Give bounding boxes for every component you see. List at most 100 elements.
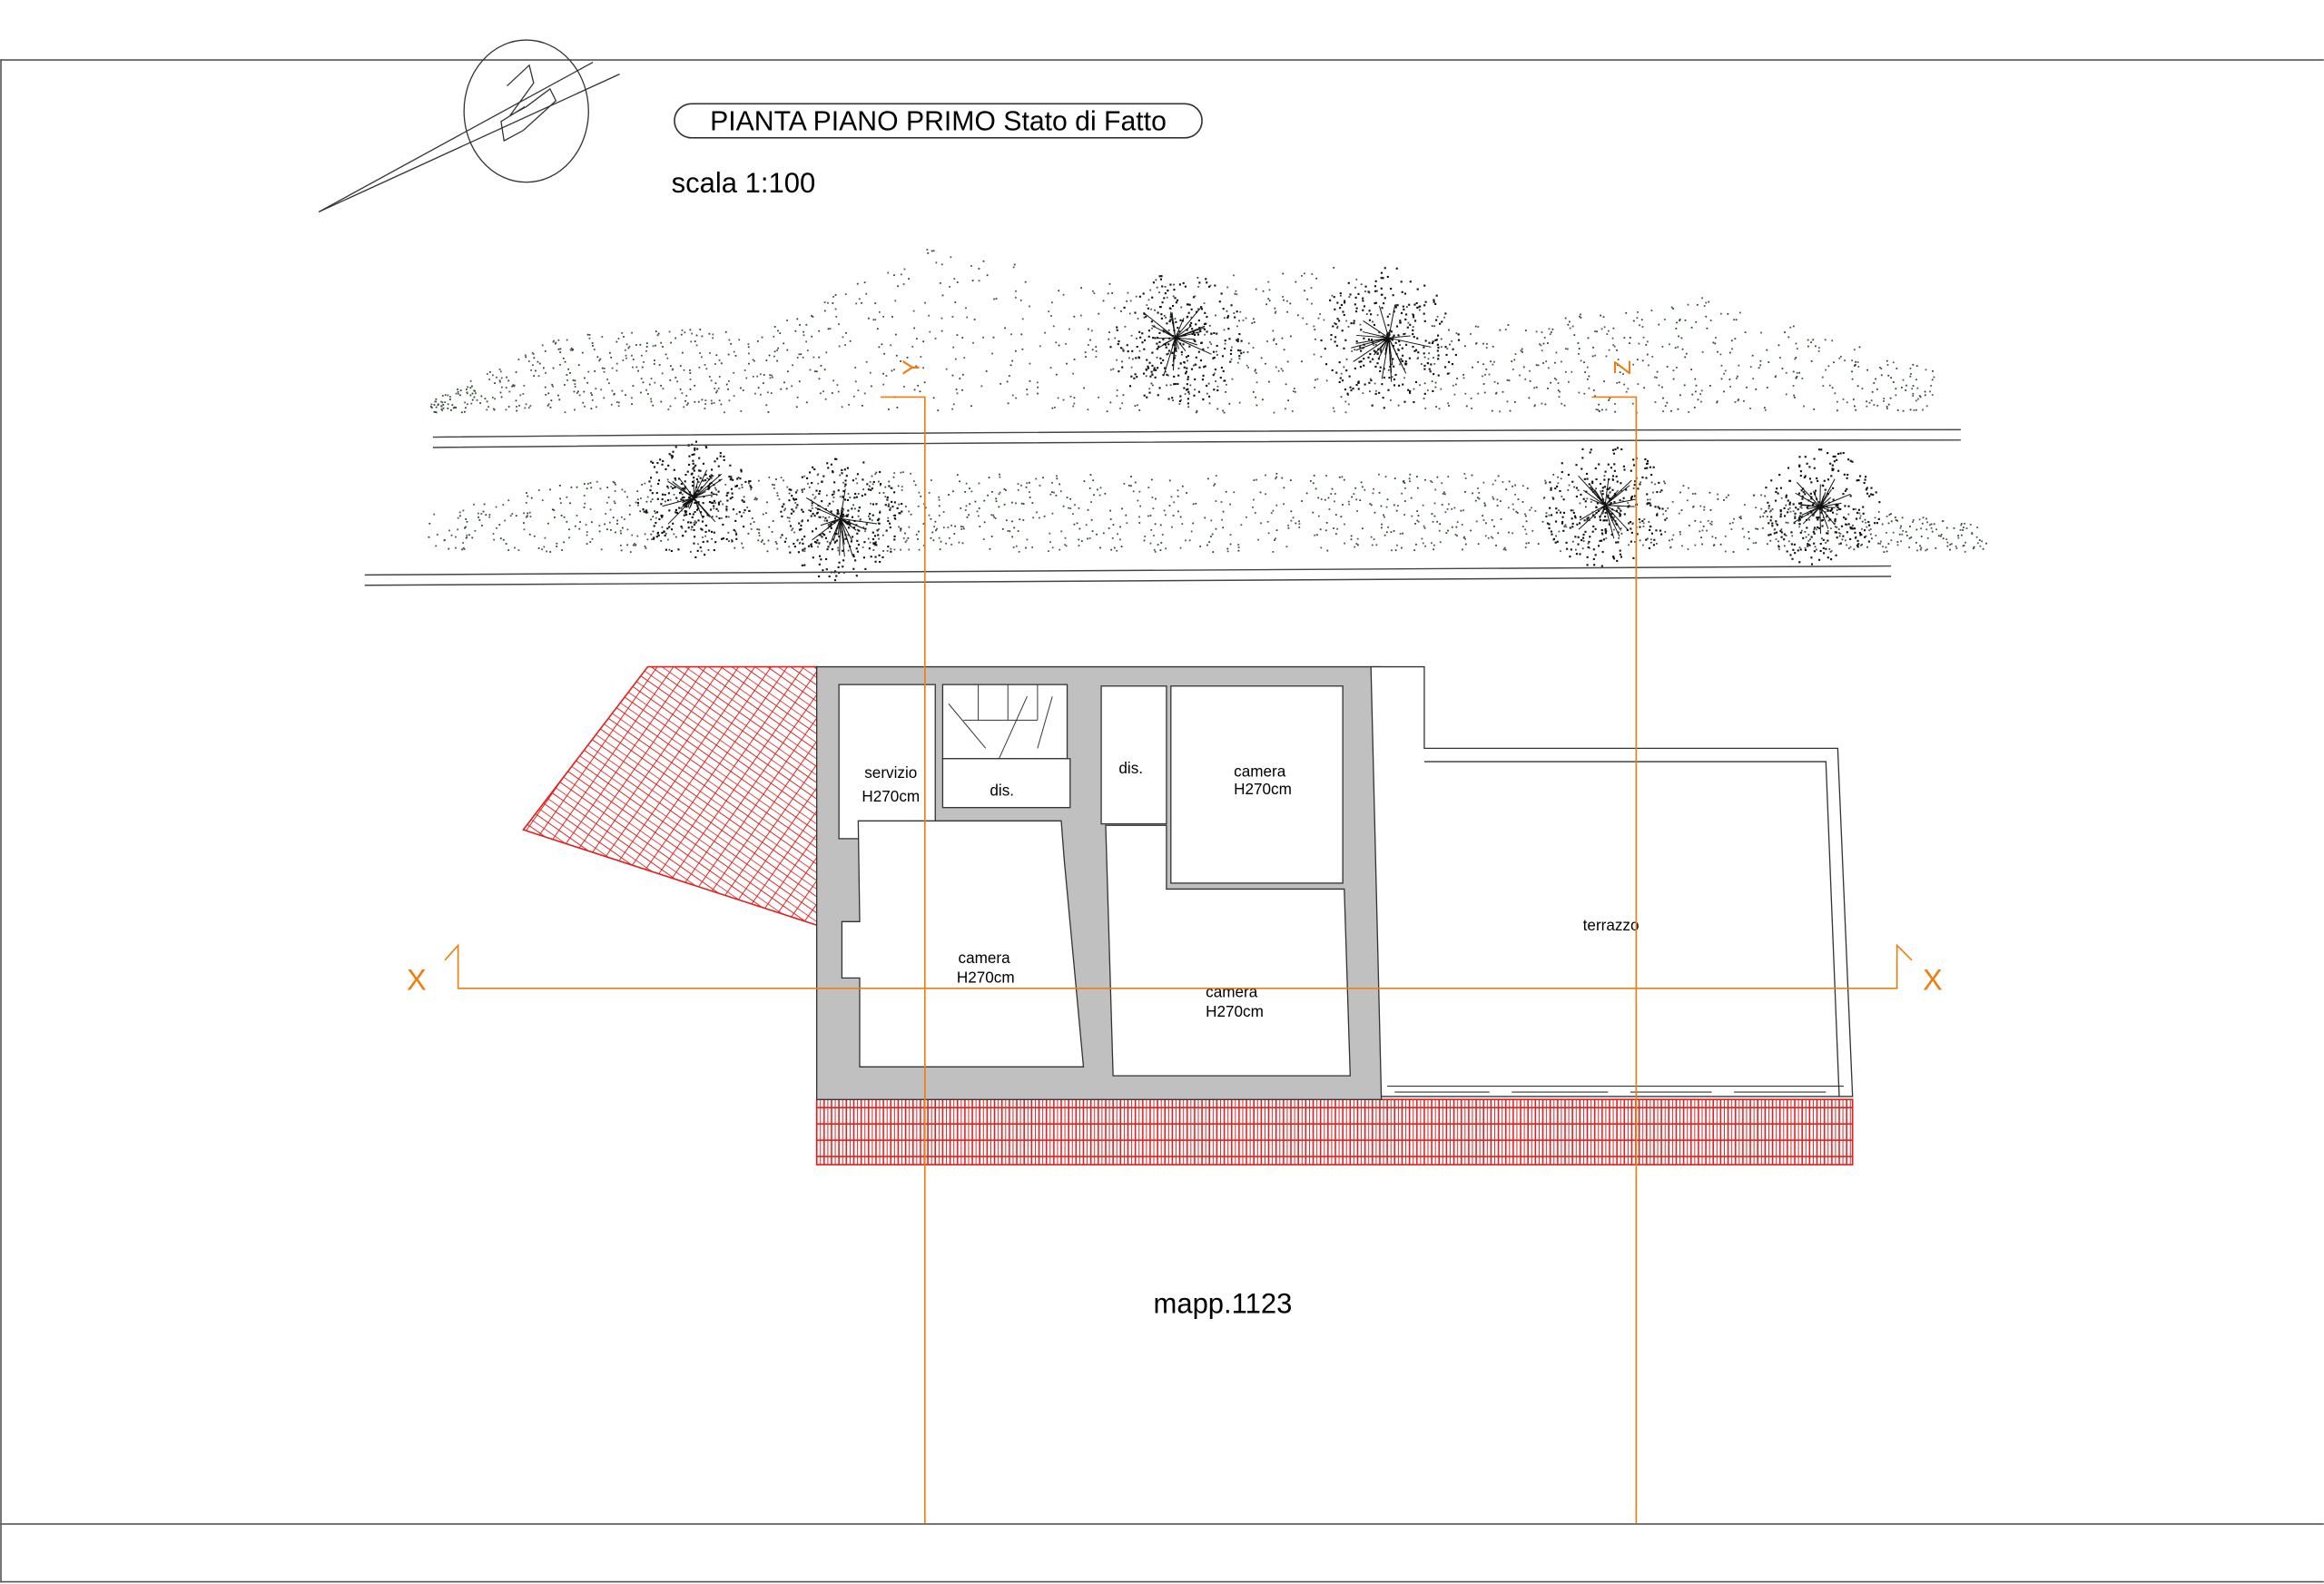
vegetation-dot <box>1720 364 1723 367</box>
vegetation-dot <box>559 348 562 350</box>
vegetation-dot <box>842 336 844 339</box>
vegetation-dot <box>1563 404 1566 407</box>
vegetation-dot <box>1557 382 1560 385</box>
vegetation-dot <box>1393 529 1395 532</box>
vegetation-dot <box>1039 485 1041 487</box>
vegetation-dot <box>791 529 793 532</box>
vegetation-dot <box>1229 543 1232 546</box>
vegetation-dot <box>826 540 829 543</box>
vegetation-dot <box>1222 409 1225 412</box>
vegetation-dot <box>654 359 655 361</box>
vegetation-dot <box>1702 525 1705 527</box>
vegetation-dot <box>1087 344 1089 346</box>
vegetation-dot <box>1147 487 1150 488</box>
vegetation-dot <box>1524 330 1527 332</box>
vegetation-dot <box>727 388 729 390</box>
vegetation-dot <box>1442 492 1444 495</box>
vegetation-dot <box>882 550 884 552</box>
vegetation-dot <box>1490 536 1492 538</box>
vegetation-dot <box>962 527 965 530</box>
vegetation-dot <box>882 383 885 386</box>
vegetation-dot <box>1692 506 1695 507</box>
vegetation-dot <box>1495 391 1498 394</box>
vegetation-dot <box>1945 526 1948 529</box>
vegetation-dot <box>518 404 520 407</box>
vegetation-dot <box>1161 534 1164 536</box>
vegetation-dot <box>1827 519 1830 522</box>
vegetation-dot <box>680 333 683 336</box>
vegetation-dot <box>1108 338 1110 340</box>
vegetation-dot <box>960 528 963 530</box>
vegetation-dot <box>1912 521 1914 523</box>
vegetation-dot <box>1058 290 1060 292</box>
vegetation-dot <box>537 489 540 491</box>
vegetation-dot <box>1901 517 1904 519</box>
vegetation-dot <box>1009 333 1012 336</box>
vegetation-dot <box>740 410 743 412</box>
vegetation-dot <box>1422 504 1424 507</box>
vegetation-dot <box>459 389 462 391</box>
vegetation-dot <box>523 522 525 525</box>
vegetation-dot <box>940 263 943 266</box>
vegetation-dot <box>1524 378 1527 380</box>
vegetation-dot <box>1353 493 1355 495</box>
vegetation-dot <box>1024 280 1027 283</box>
vegetation-dot <box>574 379 576 382</box>
vegetation-dot <box>969 503 971 506</box>
vegetation-dot <box>1787 336 1790 339</box>
vegetation-dot <box>566 379 568 381</box>
vegetation-dot <box>843 485 846 487</box>
vegetation-dot <box>845 331 847 334</box>
vegetation-dot <box>1414 523 1416 525</box>
vegetation-dot <box>513 385 516 388</box>
vegetation-dot <box>589 541 592 543</box>
vegetation-dot <box>1483 502 1486 505</box>
vegetation-dot <box>1743 536 1746 538</box>
vegetation-dot <box>822 390 824 393</box>
vegetation-dot <box>484 398 487 400</box>
vegetation-dot <box>1684 319 1687 321</box>
vegetation-dot <box>1600 328 1603 330</box>
vegetation-dot <box>1130 485 1132 487</box>
vegetation-dot <box>552 340 555 343</box>
vegetation-dot <box>1374 343 1377 346</box>
vegetation-dot <box>570 347 573 349</box>
vegetation-dot <box>1963 545 1965 546</box>
vegetation-dot <box>1982 547 1984 550</box>
vegetation-dot <box>1147 299 1150 301</box>
vegetation-dot <box>1374 389 1377 392</box>
vegetation-dot <box>1892 361 1895 364</box>
vegetation-dot <box>1804 546 1807 549</box>
vegetation-dot <box>1092 479 1095 482</box>
vegetation-dot <box>1051 491 1053 494</box>
vegetation-dot <box>1283 503 1285 506</box>
vegetation-dot <box>869 541 872 544</box>
vegetation-dot <box>837 549 840 552</box>
vegetation-dot <box>1242 320 1245 321</box>
vegetation-dot <box>1712 544 1715 546</box>
vegetation-dot <box>500 377 503 379</box>
vegetation-dot <box>584 405 586 408</box>
vegetation-dot <box>963 357 966 359</box>
vegetation-dot <box>1550 331 1552 333</box>
vegetation-dot <box>1354 487 1357 489</box>
vegetation-dot <box>1972 547 1974 550</box>
vegetation-dot <box>1655 543 1658 545</box>
vegetation-dot <box>936 527 938 530</box>
vegetation-dot <box>1662 397 1664 399</box>
vegetation-dot <box>1792 370 1795 373</box>
vegetation-dot <box>585 524 587 526</box>
vegetation-dot <box>831 392 833 394</box>
vegetation-dot <box>835 315 838 318</box>
vegetation-dot <box>1212 551 1215 554</box>
vegetation-dot <box>1512 485 1513 487</box>
vegetation-dot <box>951 408 954 410</box>
vegetation-dot <box>1717 350 1718 353</box>
vegetation-dot <box>1564 348 1567 350</box>
vegetation-dot <box>608 351 611 354</box>
vegetation-dot <box>862 546 864 548</box>
vegetation-dot <box>983 499 986 502</box>
vegetation-dot <box>885 375 888 377</box>
vegetation-dot <box>656 334 659 337</box>
vegetation-dot <box>1883 399 1885 402</box>
